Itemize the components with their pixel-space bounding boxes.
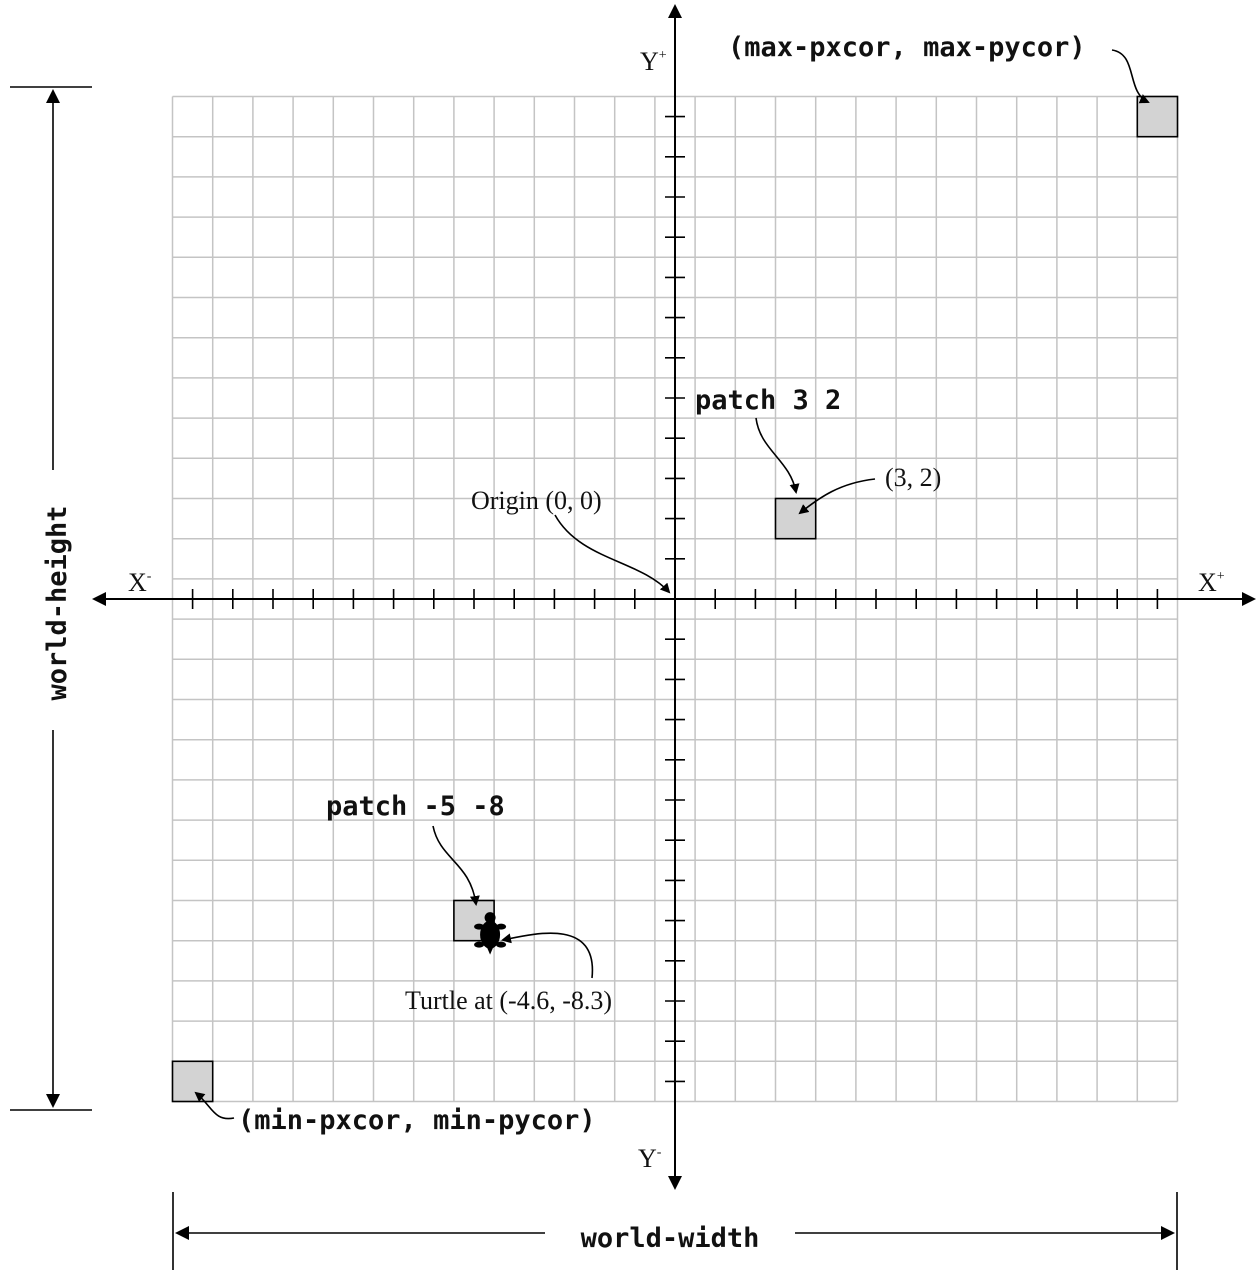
min-corner-pointer xyxy=(194,1091,235,1120)
axis-ticks xyxy=(191,115,1159,1083)
x-axis-right-arrow xyxy=(1242,592,1256,606)
max-corner-label: (max-pxcor, max-pycor) xyxy=(728,32,1086,63)
origin-label: Origin (0, 0) xyxy=(471,486,602,515)
y-minus-label: Y- xyxy=(638,1144,662,1173)
turtle-pointer xyxy=(501,932,594,979)
x-axis-left-arrow xyxy=(92,592,106,606)
patch-3-2-label: patch 3 2 xyxy=(695,385,841,416)
y-axis xyxy=(668,4,682,1190)
turtle-icon xyxy=(474,912,507,955)
patch-neg5-neg8-label: patch -5 -8 xyxy=(326,791,505,822)
origin-pointer xyxy=(554,514,671,594)
min-corner-label: (min-pxcor, min-pycor) xyxy=(238,1105,596,1136)
patch-3-2 xyxy=(774,497,817,540)
y-axis-bottom-arrow xyxy=(668,1176,682,1190)
max-corner-patch xyxy=(1136,95,1179,138)
turtle-label: Turtle at (-4.6, -8.3) xyxy=(405,986,612,1015)
patch-3-2-coords-label: (3, 2) xyxy=(885,463,941,492)
patch-3-2-coords-pointer xyxy=(798,478,876,515)
y-axis-top-arrow xyxy=(668,4,682,18)
world-width-label: world-width xyxy=(581,1223,760,1254)
world-height-label: world-height xyxy=(42,505,73,700)
min-corner-patch xyxy=(171,1060,214,1103)
patch-neg5-neg8-pointer xyxy=(432,825,480,906)
y-plus-label: Y+ xyxy=(640,47,667,76)
world-width-dimension: world-width xyxy=(172,1192,1178,1270)
patch-3-2-pointer xyxy=(755,417,800,494)
x-plus-label: X+ xyxy=(1198,568,1225,597)
x-minus-label: X- xyxy=(128,568,152,597)
max-corner-pointer xyxy=(1111,49,1150,104)
world-height-dimension: world-height xyxy=(10,86,92,1111)
